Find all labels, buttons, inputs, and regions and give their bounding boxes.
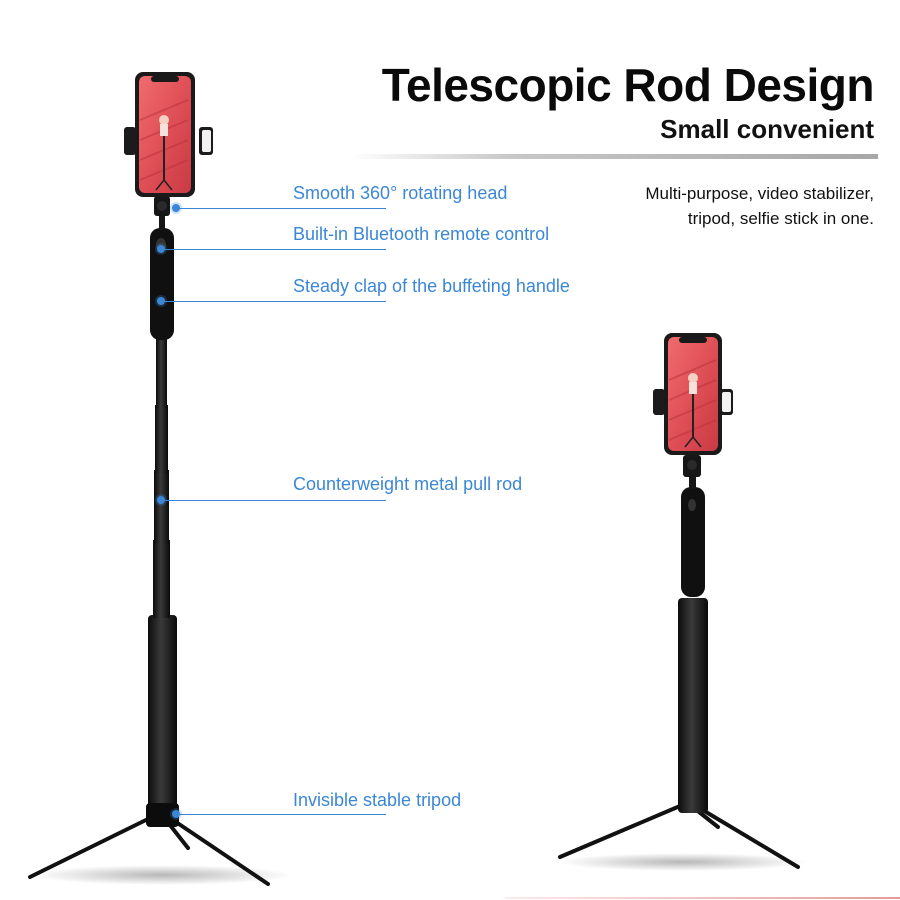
- callout-bluetooth-remote: Built-in Bluetooth remote control: [293, 224, 550, 244]
- rod-segment: [154, 470, 169, 544]
- lower-tube-left: [148, 615, 177, 827]
- floor-shadow-left: [32, 865, 292, 885]
- knob: [157, 201, 167, 211]
- rod-segment: [156, 335, 167, 408]
- tripod-base-cap-left: [146, 803, 179, 827]
- callout-pull-rod: Counterweight metal pull rod: [293, 474, 523, 494]
- page-title: Telescopic Rod Design: [381, 59, 875, 111]
- floor-shadow-right: [558, 853, 808, 871]
- bottom-accent-line: [505, 897, 900, 899]
- callout-leader-line: [176, 814, 386, 815]
- clamp-arm: [653, 389, 665, 415]
- product-description: Multi-purpose, video stabilizer, tripod,…: [645, 181, 874, 231]
- compact-selfie-stick: [558, 333, 808, 871]
- phone-notch: [679, 337, 707, 343]
- title-divider: [350, 154, 878, 159]
- handle-right: [681, 487, 705, 597]
- callout-leader-line: [176, 208, 386, 209]
- fill-light: [722, 392, 731, 412]
- rod-segment: [155, 405, 168, 473]
- callout-leader-line: [161, 500, 386, 501]
- remote-button-right: [688, 499, 696, 511]
- phone-notch: [151, 76, 179, 82]
- callout-leader-line: [161, 301, 386, 302]
- callout-rotating-head: Smooth 360° rotating head: [293, 183, 508, 203]
- callout-tripod: Invisible stable tripod: [293, 790, 462, 810]
- callout-leader-line: [161, 249, 386, 250]
- handle-left: [150, 228, 174, 340]
- clamp-arm: [124, 127, 136, 155]
- rod-segment: [153, 540, 170, 618]
- callout-handle: Steady clap of the buffeting handle: [293, 276, 570, 296]
- extended-selfie-stick: [28, 72, 292, 886]
- fill-light: [202, 130, 211, 152]
- description-line-2: tripod, selfie stick in one.: [687, 209, 874, 228]
- description-line-1: Multi-purpose, video stabilizer,: [645, 184, 874, 203]
- page-subtitle: Small convenient: [660, 114, 874, 144]
- lower-tube-right: [678, 598, 708, 813]
